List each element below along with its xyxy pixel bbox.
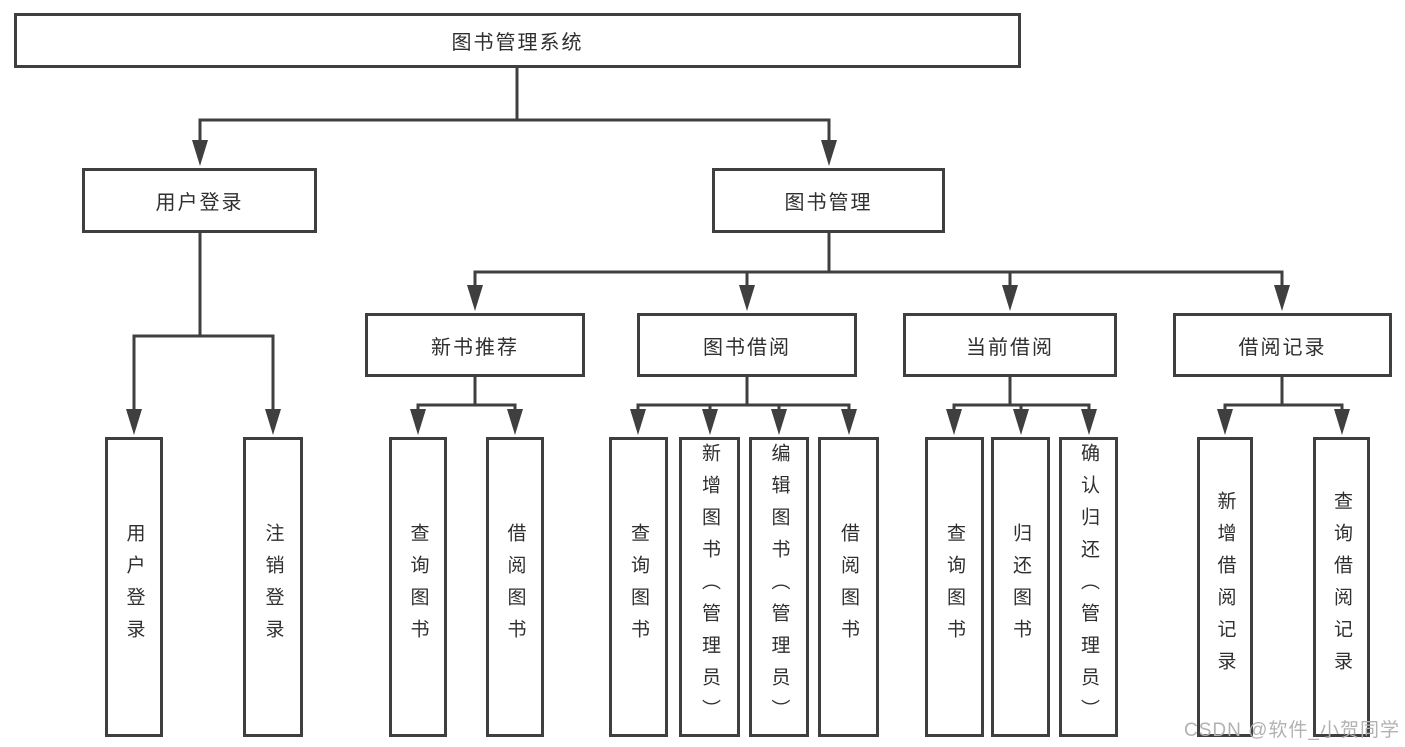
leaf-user-login: 用户登录 [105,437,163,737]
node-new-book-recommendation: 新书推荐 [365,313,585,377]
node-user-login: 用户登录 [82,168,317,233]
node-current-borrowing-label: 当前借阅 [966,336,1054,359]
watermark-csdn: CSDN @软件_小贺同学 [1184,720,1400,741]
node-current-borrowing: 当前借阅 [903,313,1117,377]
leaf-edit-books-admin-label: 编辑图书（管理员） [768,443,790,731]
leaf-return-books-label: 归还图书 [1010,523,1031,651]
leaf-query-books-current: 查询图书 [925,437,984,737]
leaf-query-books-borrowing: 查询图书 [609,437,668,737]
node-library-system-label: 图书管理系统 [451,32,584,54]
node-book-management-label: 图书管理 [784,192,873,214]
arrowheads [126,140,1350,435]
node-borrowing-records: 借阅记录 [1173,313,1392,377]
leaf-user-login-label: 用户登录 [123,523,145,651]
leaf-query-borrow-record-label: 查询借阅记录 [1331,491,1352,683]
leaf-query-books-current-label: 查询图书 [944,523,965,651]
leaf-borrow-books-recommend: 借阅图书 [486,437,544,737]
leaf-query-books-borrowing-label: 查询图书 [628,523,649,651]
node-book-borrowing: 图书借阅 [637,313,857,377]
node-book-borrowing-label: 图书借阅 [703,336,791,359]
node-new-book-recommendation-label: 新书推荐 [431,336,519,359]
leaf-add-borrow-record-label: 新增借阅记录 [1214,491,1236,683]
node-user-login-label: 用户登录 [155,192,244,214]
leaf-add-books-admin: 新增图书（管理员） [679,437,740,737]
leaf-borrow-books-borrowing-label: 借阅图书 [838,523,859,651]
leaf-query-books-recommend: 查询图书 [389,437,447,737]
leaf-add-borrow-record: 新增借阅记录 [1197,437,1253,737]
leaf-confirm-return-admin: 确认归还（管理员） [1059,437,1118,737]
leaf-edit-books-admin: 编辑图书（管理员） [749,437,809,737]
leaf-query-borrow-record: 查询借阅记录 [1313,437,1370,737]
leaf-logout-label: 注销登录 [262,523,284,651]
node-book-management: 图书管理 [712,168,945,233]
node-borrowing-records-label: 借阅记录 [1238,336,1327,359]
leaf-add-books-admin-label: 新增图书（管理员） [699,443,720,731]
leaf-borrow-books-recommend-label: 借阅图书 [504,523,526,651]
leaf-query-books-recommend-label: 查询图书 [407,523,429,651]
node-library-system: 图书管理系统 [14,13,1021,68]
leaf-borrow-books-borrowing: 借阅图书 [818,437,879,737]
leaf-logout: 注销登录 [243,437,303,737]
leaf-return-books: 归还图书 [991,437,1050,737]
leaf-confirm-return-admin-label: 确认归还（管理员） [1078,443,1099,731]
